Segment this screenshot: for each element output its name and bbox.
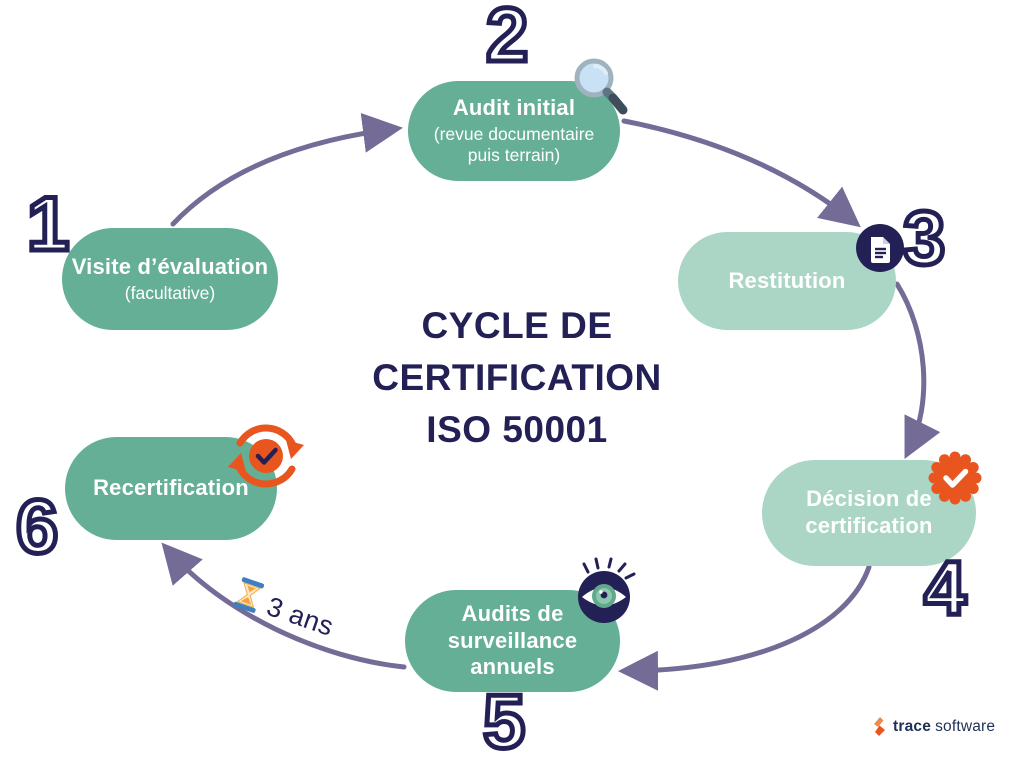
diagram-title-line2: CERTIFICATION <box>372 357 662 398</box>
stage-pill-recertification: Recertification <box>65 437 277 540</box>
magnifier-icon <box>574 58 628 115</box>
logo-text-trace: trace <box>893 717 932 735</box>
arrow-stage4-to-stage5 <box>618 564 872 691</box>
certification-seal-icon <box>928 451 982 505</box>
document-icon <box>856 224 904 272</box>
stage-pill-decision-certification: Décision de certification <box>762 460 976 566</box>
stage-number-3: 3 <box>900 196 947 281</box>
stage4-label-line1: Décision de <box>806 486 932 512</box>
diagram-title-line1: CYCLE DE <box>421 305 613 346</box>
stage4-label-line2: certification <box>805 513 933 538</box>
trace-software-logo-icon <box>874 717 885 736</box>
stage6-label: Recertification <box>93 475 249 501</box>
stage2-sublabel-line2: puis terrain) <box>467 145 561 166</box>
hourglass-icon <box>233 577 265 613</box>
arrow-stage1-to-stage2 <box>170 112 403 227</box>
stage-number-6: 6 <box>13 485 60 570</box>
diagram-title-line3: ISO 50001 <box>426 409 608 450</box>
stage2-sublabel-line1: (revue documentaire <box>433 124 595 145</box>
stage-number-4: 4 <box>921 546 968 631</box>
stage1-label: Visite d’évaluation <box>71 253 269 279</box>
arrow-stage2-to-stage3 <box>621 118 861 228</box>
renewal-arrows-icon <box>228 424 304 488</box>
stage-number-5: 5 <box>480 680 527 765</box>
stage3-label: Restitution <box>728 267 846 293</box>
stage5-label-line3: annuels <box>470 654 555 680</box>
eye-icon <box>578 557 636 623</box>
stage5-label-line1: Audits de <box>461 600 564 626</box>
logo-text-software: software <box>935 717 996 735</box>
stage5-label-line2: surveillance <box>447 627 578 653</box>
diagram-title: CYCLE DE CERTIFICATION ISO 50001 <box>337 300 697 456</box>
stage-number-2: 2 <box>483 0 530 78</box>
stage-pill-visite-evaluation: Visite d’évaluation (facultative) <box>62 228 278 330</box>
three-years-annotation: 3 ans <box>230 576 339 643</box>
three-years-label: 3 ans <box>263 591 338 642</box>
stage-pill-audits-surveillance: Audits de surveillance annuels <box>405 590 620 692</box>
arrow-stage3-to-stage4 <box>894 281 941 459</box>
stage2-label: Audit initial <box>452 95 576 121</box>
stage-pill-audit-initial: Audit initial (revue documentaire puis t… <box>408 81 620 181</box>
stage-number-1: 1 <box>24 182 71 267</box>
stage1-sublabel: (facultative) <box>124 282 216 303</box>
